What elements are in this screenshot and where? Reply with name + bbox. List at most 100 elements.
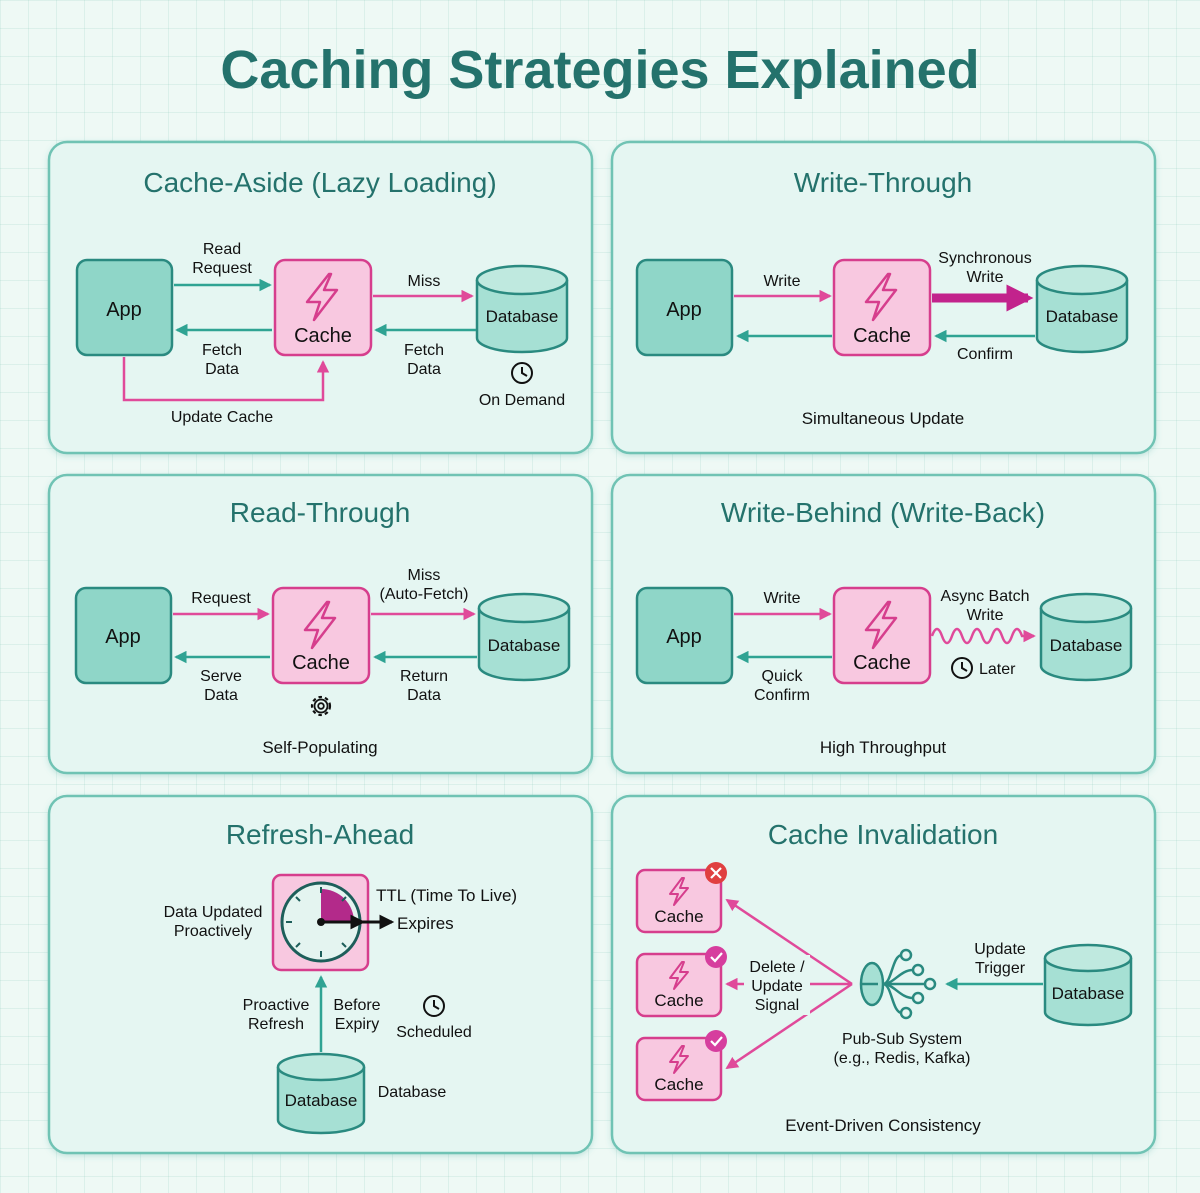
pub-sub-label-2: (e.g., Redis, Kafka) [834, 1050, 971, 1067]
data-updated-label: Data Updated [164, 904, 263, 921]
app-box [74, 586, 173, 685]
database-label: Database [1046, 307, 1119, 326]
panel-write-behind: Write-Behind (Write-Back) App Cache Data… [610, 473, 1157, 775]
synchronous-write-label-2: Write [966, 269, 1003, 286]
app-label: App [666, 626, 702, 648]
before-expiry-label-2: Expiry [335, 1016, 379, 1033]
panel-footer: Event-Driven Consistency [785, 1116, 981, 1135]
confirm-label: Confirm [957, 346, 1013, 363]
panel-cache-invalidation: Cache Invalidation Cache Cache Cache D [610, 794, 1157, 1155]
miss-label: Miss [408, 567, 441, 584]
lightning-icon [669, 961, 689, 990]
panel-read-through: Read-Through App Cache Database Request … [47, 473, 594, 775]
proactive-refresh-label-2: Refresh [248, 1016, 304, 1033]
clock-icon [951, 657, 973, 679]
database-cylinder [1043, 943, 1133, 1027]
database-side-label: Database [378, 1084, 447, 1101]
write-label: Write [763, 273, 800, 290]
quick-confirm-label: Quick [762, 668, 804, 685]
lightning-icon [864, 272, 898, 322]
update-trigger-label-2: Trigger [975, 960, 1026, 977]
app-box [635, 258, 734, 357]
cache-label: Cache [853, 652, 911, 674]
proactive-refresh-label: Proactive [243, 997, 310, 1014]
panel-footer: High Throughput [820, 738, 947, 757]
read-request-label: Read [203, 241, 241, 258]
database-cylinder [477, 592, 571, 682]
request-label: Request [191, 590, 251, 607]
serve-data-label: Serve [200, 668, 242, 685]
database-label: Database [486, 307, 559, 326]
signal-label-2: Update [751, 978, 803, 995]
fetch-data-left-label-2: Data [205, 361, 239, 378]
expires-label: Expires [397, 914, 454, 933]
signal-arrow-1 [725, 898, 853, 986]
app-label: App [666, 299, 702, 321]
async-batch-label: Async Batch [941, 588, 1030, 605]
database-label: Database [1050, 636, 1123, 655]
panel-heading: Cache Invalidation [768, 819, 998, 850]
lightning-icon [669, 877, 689, 906]
check-icon [705, 946, 727, 968]
panel-cache-aside: Cache-Aside (Lazy Loading) App Cache Dat… [47, 140, 594, 455]
cache-label: Cache [654, 907, 703, 926]
pub-sub-hub-icon [859, 948, 937, 1020]
on-demand-label: On Demand [479, 392, 565, 409]
clock-icon [423, 995, 445, 1017]
before-expiry-label: Before [333, 997, 380, 1014]
cache-label: Cache [654, 991, 703, 1010]
miss-label: Miss [408, 273, 441, 290]
app-label: App [106, 299, 142, 321]
ttl-timer-icon [280, 881, 366, 963]
cache-label: Cache [853, 325, 911, 347]
read-request-label-2: Request [192, 260, 252, 277]
lightning-icon [864, 600, 898, 650]
ttl-label: TTL (Time To Live) [376, 886, 517, 905]
page-title: Caching Strategies Explained [220, 40, 979, 100]
async-batch-label-2: Write [966, 607, 1003, 624]
database-cylinder [475, 264, 569, 354]
panel-heading: Read-Through [230, 497, 411, 528]
lightning-icon [669, 1045, 689, 1074]
auto-fetch-label: (Auto-Fetch) [380, 586, 469, 603]
pub-sub-label: Pub-Sub System [842, 1031, 962, 1048]
quick-confirm-label-2: Confirm [754, 687, 810, 704]
data-updated-label-2: Proactively [174, 923, 252, 940]
check-icon [705, 1030, 727, 1052]
update-trigger-label: Update [974, 941, 1026, 958]
update-cache-label: Update Cache [171, 409, 273, 426]
signal-label: Delete / [749, 959, 805, 976]
fetch-data-left-label: Fetch [202, 342, 242, 359]
app-box [75, 258, 174, 357]
gear-icon [310, 695, 332, 717]
database-label: Database [1052, 984, 1125, 1003]
clock-icon [511, 362, 533, 384]
write-label: Write [763, 590, 800, 607]
cache-box-2 [635, 952, 723, 1018]
synchronous-write-label: Synchronous [938, 250, 1031, 267]
fetch-data-right-label: Fetch [404, 342, 444, 359]
database-cylinder [1039, 592, 1133, 682]
database-label: Database [285, 1091, 358, 1110]
fetch-data-right-label-2: Data [407, 361, 441, 378]
database-cylinder [1035, 264, 1129, 354]
panel-footer: Simultaneous Update [802, 409, 965, 428]
update-cache-arrow [122, 357, 330, 402]
cache-label: Cache [292, 652, 350, 674]
lightning-icon [303, 600, 337, 650]
panel-heading: Write-Behind (Write-Back) [721, 497, 1045, 528]
database-label: Database [488, 636, 561, 655]
panel-footer: Self-Populating [262, 738, 377, 757]
signal-arrow-3 [725, 982, 853, 1070]
cache-label: Cache [654, 1075, 703, 1094]
lightning-icon [305, 272, 339, 322]
return-data-label: Return [400, 668, 448, 685]
cache-label: Cache [294, 325, 352, 347]
database-cylinder [276, 1052, 366, 1135]
app-box [635, 586, 734, 685]
cache-box-1 [635, 868, 723, 934]
panel-refresh-ahead: Refresh-Ahead TTL (Time To Live) Expires… [47, 794, 594, 1155]
panel-heading: Refresh-Ahead [226, 819, 414, 850]
later-label: Later [979, 661, 1016, 678]
